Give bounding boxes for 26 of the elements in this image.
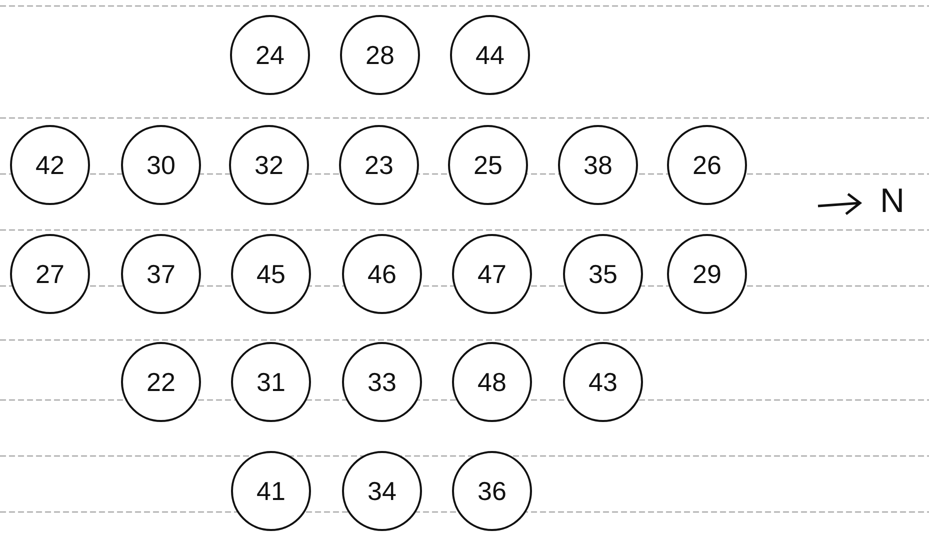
numbered-circle: 26 — [667, 125, 747, 205]
numbered-circle: 42 — [10, 125, 90, 205]
numbered-circle: 29 — [667, 234, 747, 314]
numbered-circle: 24 — [230, 15, 310, 95]
numbered-circle: 37 — [121, 234, 201, 314]
numbered-circle: 45 — [231, 234, 311, 314]
numbered-circle: 43 — [563, 342, 643, 422]
numbered-circle: 38 — [558, 125, 638, 205]
numbered-circle: 27 — [10, 234, 90, 314]
numbered-circle: 35 — [563, 234, 643, 314]
numbered-circle: 41 — [231, 451, 311, 531]
numbered-circle: 30 — [121, 125, 201, 205]
numbered-circle: 22 — [121, 342, 201, 422]
compass-label: N — [880, 182, 905, 221]
numbered-circle: 34 — [342, 451, 422, 531]
numbered-circle: 28 — [340, 15, 420, 95]
numbered-circle: 23 — [339, 125, 419, 205]
numbered-circle: 47 — [452, 234, 532, 314]
numbered-circle: 36 — [452, 451, 532, 531]
numbered-circle: 32 — [229, 125, 309, 205]
numbered-circle: 46 — [342, 234, 422, 314]
numbered-circle: 25 — [448, 125, 528, 205]
numbered-circle: 31 — [231, 342, 311, 422]
numbered-circle: 48 — [452, 342, 532, 422]
numbered-circle: 33 — [342, 342, 422, 422]
numbered-circle: 44 — [450, 15, 530, 95]
